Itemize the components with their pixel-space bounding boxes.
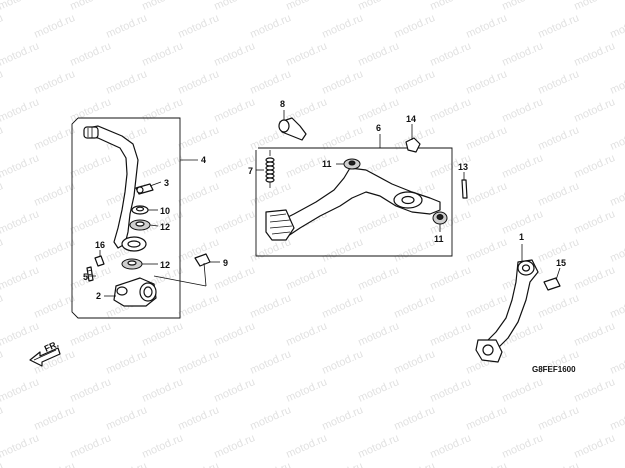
part-5-spring-pin	[86, 266, 94, 282]
part-1-gearshift-pedal	[475, 244, 539, 363]
callout-12-upper: 12	[160, 222, 170, 232]
callout-11-upper: 11	[322, 159, 332, 169]
callout-15: 15	[556, 258, 566, 268]
callout-3: 3	[164, 178, 169, 188]
group-bracket-4	[71, 117, 181, 319]
callout-2: 2	[96, 291, 101, 301]
part-7-spring	[256, 150, 275, 188]
callout-5: 5	[83, 272, 88, 282]
callout-4: 4	[201, 155, 206, 165]
front-arrow-icon	[29, 347, 61, 367]
part-15-bolt	[543, 267, 561, 291]
part-11-seal-lower	[432, 211, 448, 232]
part-2-pivot	[113, 277, 157, 307]
callout-8: 8	[280, 99, 285, 109]
callout-14: 14	[406, 114, 416, 124]
callout-16: 16	[95, 240, 105, 250]
part-12-seal-upper	[129, 219, 151, 231]
part-9-bolt	[153, 253, 211, 287]
brake-pedal	[265, 167, 441, 241]
callout-6: 6	[376, 123, 381, 133]
kick-starter-group	[71, 117, 220, 319]
diagram-code: G8FEF1600	[532, 365, 576, 374]
callout-7: 7	[248, 166, 253, 176]
part-13-pin	[461, 172, 468, 199]
front-indicator-label: FR.	[43, 339, 60, 354]
callout-1: 1	[519, 232, 524, 242]
callout-11-lower: 11	[434, 234, 444, 244]
part-3-bolt	[135, 183, 154, 195]
callout-10: 10	[160, 206, 170, 216]
group-bracket-6	[255, 147, 453, 257]
callout-13: 13	[458, 162, 468, 172]
brake-pedal-group	[255, 124, 453, 257]
part-11-seal-upper	[336, 158, 361, 170]
part-12-seal-lower	[121, 258, 143, 270]
callout-12-lower: 12	[160, 260, 170, 270]
part-8-bolt	[278, 110, 307, 141]
kick-starter-arm	[83, 125, 147, 252]
callout-9: 9	[223, 258, 228, 268]
part-14-clip	[405, 124, 421, 153]
part-16-pin	[94, 255, 105, 267]
